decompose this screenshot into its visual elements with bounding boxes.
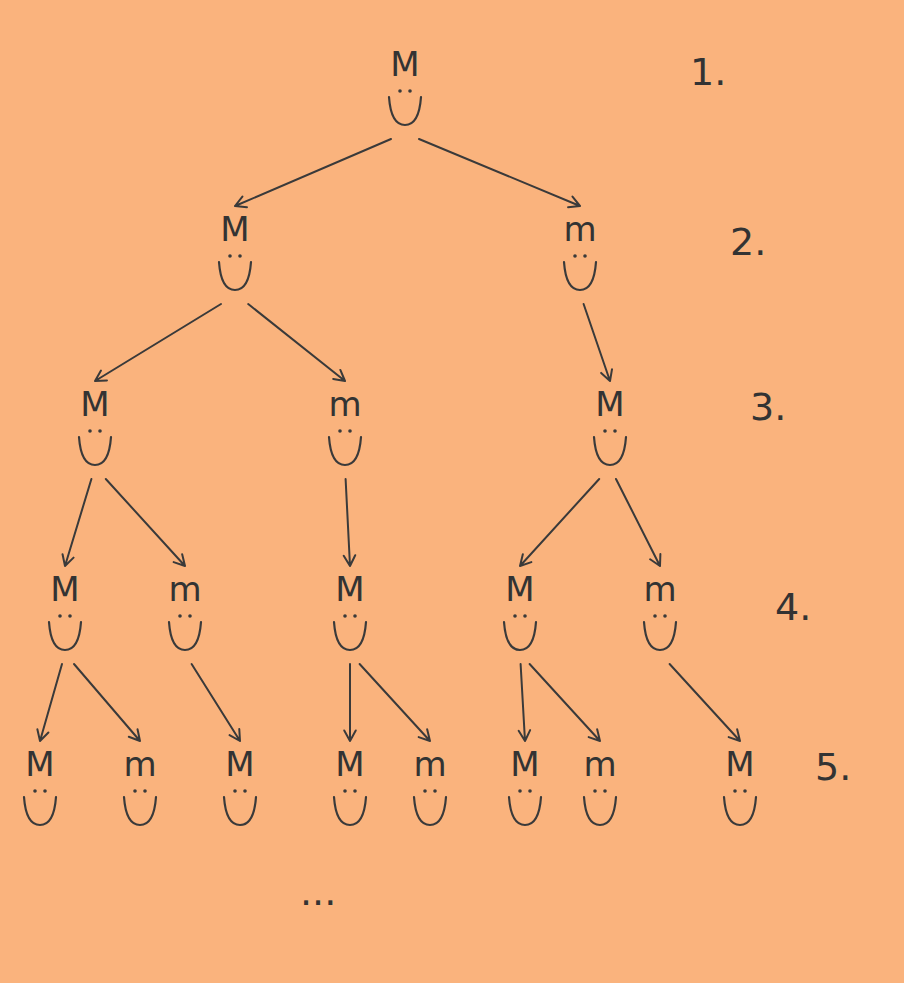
arrow xyxy=(616,479,660,566)
face-node: M xyxy=(12,745,68,835)
arrow xyxy=(37,664,62,741)
face-letter: M xyxy=(497,745,553,783)
arrow xyxy=(360,664,430,741)
face-node: M xyxy=(712,745,768,835)
face-node: M xyxy=(212,745,268,835)
generation-number: 3. xyxy=(750,385,786,429)
face-node: M xyxy=(582,385,638,475)
face-letter: M xyxy=(212,745,268,783)
face-letter: M xyxy=(492,570,548,608)
face-letter: M xyxy=(712,745,768,783)
arrow xyxy=(530,664,600,741)
face-letter: M xyxy=(37,570,93,608)
face-node: m xyxy=(112,745,168,835)
face-node: m xyxy=(552,210,608,300)
face-letter: M xyxy=(582,385,638,423)
face-letter: m xyxy=(402,745,458,783)
face-letter: m xyxy=(632,570,688,608)
face-node: m xyxy=(632,570,688,660)
face-node: M xyxy=(497,745,553,835)
arrow xyxy=(344,664,356,741)
arrow xyxy=(192,664,240,741)
arrow xyxy=(235,139,391,207)
generation-number: 1. xyxy=(690,50,726,94)
arrow xyxy=(95,304,221,381)
face-letter: m xyxy=(112,745,168,783)
face-letter: M xyxy=(322,745,378,783)
face-letter: m xyxy=(572,745,628,783)
arrow xyxy=(520,479,599,566)
arrow xyxy=(344,479,355,566)
face-node: M xyxy=(492,570,548,660)
face-node: M xyxy=(322,745,378,835)
generation-number: ... xyxy=(300,870,336,914)
face-letter: m xyxy=(317,385,373,423)
face-node: M xyxy=(322,570,378,660)
face-letter: M xyxy=(322,570,378,608)
face-node: M xyxy=(67,385,123,475)
arrow xyxy=(419,139,580,207)
face-node: m xyxy=(402,745,458,835)
face-node: m xyxy=(572,745,628,835)
arrow xyxy=(584,304,612,381)
arrow xyxy=(63,479,92,566)
face-node: m xyxy=(157,570,213,660)
face-letter: M xyxy=(12,745,68,783)
generation-number: 4. xyxy=(775,585,811,629)
arrow xyxy=(74,664,140,741)
face-node: M xyxy=(377,45,433,135)
generation-number: 2. xyxy=(730,220,766,264)
generation-number: 5. xyxy=(815,745,851,789)
face-node: M xyxy=(207,210,263,300)
arrow xyxy=(519,664,530,741)
arrow xyxy=(106,479,185,566)
face-node: M xyxy=(37,570,93,660)
face-node: m xyxy=(317,385,373,475)
arrow xyxy=(670,664,740,741)
face-letter: M xyxy=(67,385,123,423)
face-letter: m xyxy=(552,210,608,248)
face-letter: M xyxy=(377,45,433,83)
arrow xyxy=(248,304,345,381)
face-letter: m xyxy=(157,570,213,608)
face-letter: M xyxy=(207,210,263,248)
